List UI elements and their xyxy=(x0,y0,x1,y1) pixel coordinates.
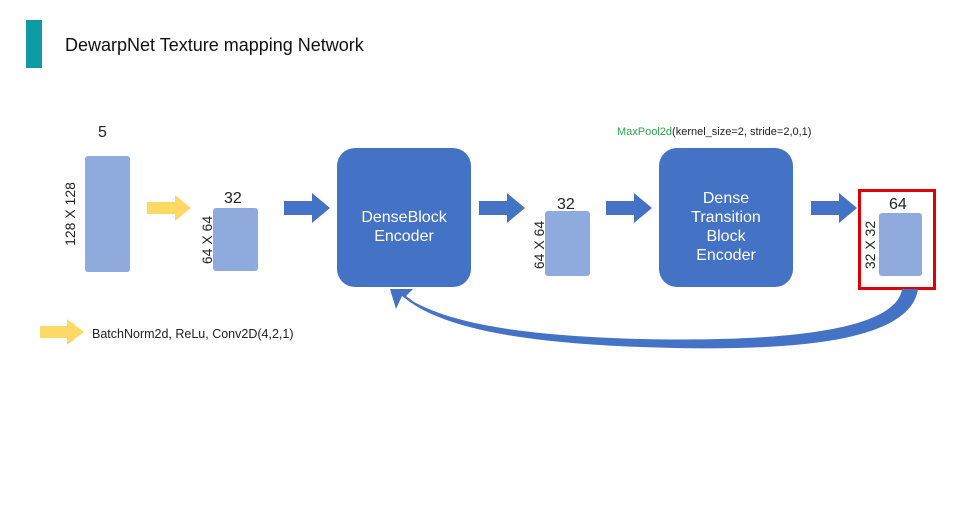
dense-block-line1: DenseBlock xyxy=(361,209,447,226)
stage2-tensor xyxy=(545,211,590,276)
dense-block-label: DenseBlock Encoder xyxy=(337,208,471,246)
transition-block-line4: Encoder xyxy=(696,247,756,264)
slide-title: DewarpNet Texture mapping Network xyxy=(65,35,364,55)
stage1-tensor xyxy=(213,208,258,271)
title-accent-bar xyxy=(26,20,42,68)
input-channels-label: 5 xyxy=(98,124,107,141)
transition-block-line3: Block xyxy=(706,228,746,245)
maxpool-name: MaxPool2d xyxy=(617,126,673,138)
arrow-to-dense-block xyxy=(284,193,330,223)
input-size-label: 128 X 128 xyxy=(62,182,78,246)
output-tensor xyxy=(879,213,922,276)
transition-block-line1: Dense xyxy=(702,190,750,207)
arrow-to-stage2 xyxy=(479,193,525,223)
transition-block-label: Dense Transition Block Encoder xyxy=(659,189,793,265)
dense-block-line2: Encoder xyxy=(374,228,434,245)
stage1-size-label: 64 X 64 xyxy=(199,215,215,265)
transition-block-line2: Transition xyxy=(691,209,761,226)
stage2-size-label: 64 X 64 xyxy=(531,220,547,270)
arrow-to-transition-block xyxy=(606,193,652,223)
input-tensor xyxy=(85,156,130,272)
output-size-label: 32 X 32 xyxy=(862,220,878,270)
dense-block-encoder xyxy=(337,148,471,287)
legend-arrow xyxy=(40,319,84,345)
conv-arrow xyxy=(147,195,191,221)
stage2-channels-label: 32 xyxy=(557,196,575,213)
transition-block-encoder xyxy=(659,148,793,287)
output-highlight-box xyxy=(858,189,936,290)
maxpool-params: (kernel_size=2, stride=2,0,1) xyxy=(672,126,812,138)
output-channels-label: 64 xyxy=(889,196,907,213)
maxpool-annotation: MaxPool2d(kernel_size=2, stride=2,0,1) xyxy=(617,126,811,138)
stage1-channels-label: 32 xyxy=(224,190,242,207)
arrow-to-output xyxy=(811,193,857,223)
feedback-curved-arrow xyxy=(390,289,918,349)
legend-text: BatchNorm2d, ReLu, Conv2D(4,2,1) xyxy=(92,327,294,341)
